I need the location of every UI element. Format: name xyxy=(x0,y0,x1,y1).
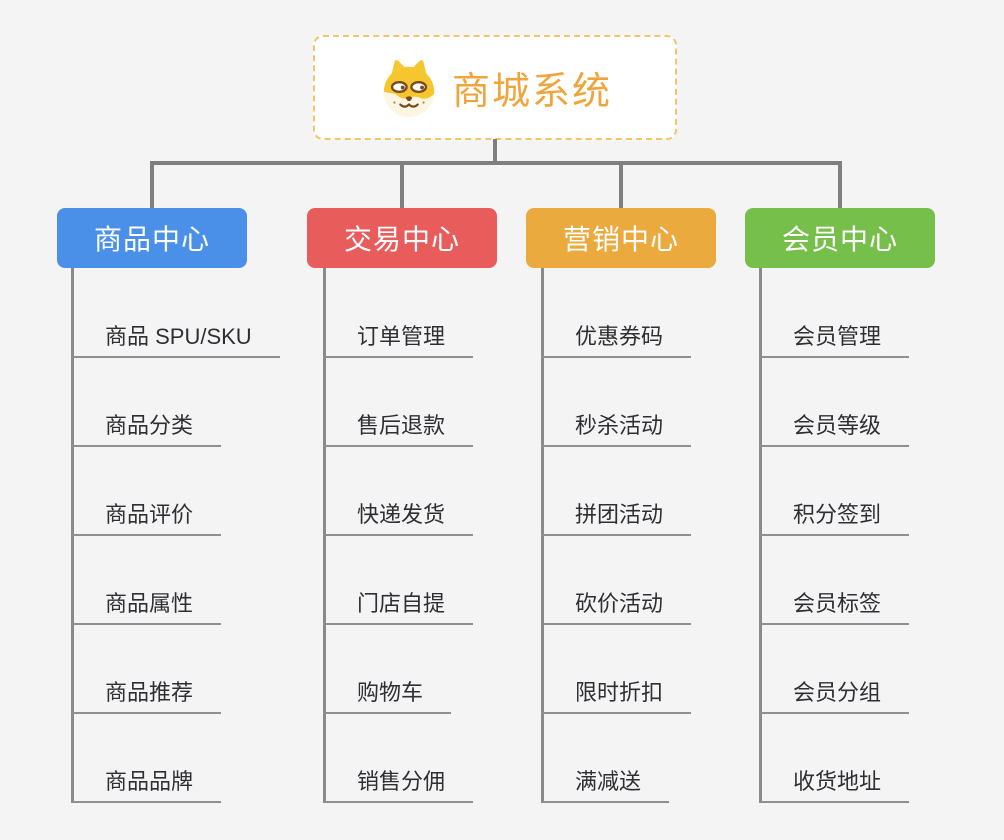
root-title: 商城系统 xyxy=(451,71,612,113)
branch-node-product-center[interactable]: 商品中心 xyxy=(57,208,247,268)
node-shipping-address[interactable]: 收货地址 xyxy=(759,769,910,803)
node-label: 门店自提 xyxy=(323,591,474,625)
node-label: 满减送 xyxy=(541,769,670,803)
node-label: 秒杀活动 xyxy=(541,413,692,447)
node-member-level[interactable]: 会员等级 xyxy=(759,413,910,447)
node-store-pickup[interactable]: 门店自提 xyxy=(323,591,474,625)
node-sales-commission[interactable]: 销售分佣 xyxy=(323,769,474,803)
connector-drop-member-center xyxy=(838,163,842,208)
node-product-recommend[interactable]: 商品推荐 xyxy=(71,680,222,714)
node-label: 商品属性 xyxy=(71,591,222,625)
root-node-mall-system[interactable]: 商城系统 xyxy=(313,35,677,140)
dog-face-icon xyxy=(383,59,435,117)
node-member-group[interactable]: 会员分组 xyxy=(759,680,910,714)
node-label: 商品品牌 xyxy=(71,769,222,803)
node-product-spu-sku[interactable]: 商品 SPU/SKU xyxy=(71,324,280,358)
node-member-tag[interactable]: 会员标签 xyxy=(759,591,910,625)
node-label: 限时折扣 xyxy=(541,680,692,714)
node-product-attribute[interactable]: 商品属性 xyxy=(71,591,222,625)
node-label: 收货地址 xyxy=(759,769,910,803)
node-limited-time-discount[interactable]: 限时折扣 xyxy=(541,680,692,714)
branch-node-member-center[interactable]: 会员中心 xyxy=(745,208,935,268)
node-label: 商品评价 xyxy=(71,502,222,536)
node-shopping-cart[interactable]: 购物车 xyxy=(323,680,452,714)
node-label: 砍价活动 xyxy=(541,591,692,625)
node-label: 快递发货 xyxy=(323,502,474,536)
node-label: 商品分类 xyxy=(71,413,222,447)
branch-node-trade-center[interactable]: 交易中心 xyxy=(307,208,497,268)
node-coupon-code[interactable]: 优惠券码 xyxy=(541,324,692,358)
connector-drop-marketing-center xyxy=(619,163,623,208)
node-label: 会员分组 xyxy=(759,680,910,714)
node-after-sales-refund[interactable]: 售后退款 xyxy=(323,413,474,447)
node-label: 商品推荐 xyxy=(71,680,222,714)
node-express-delivery[interactable]: 快递发货 xyxy=(323,502,474,536)
node-full-reduction[interactable]: 满减送 xyxy=(541,769,670,803)
node-label: 商品 SPU/SKU xyxy=(71,324,280,358)
node-label: 订单管理 xyxy=(323,324,474,358)
node-label: 销售分佣 xyxy=(323,769,474,803)
branch-node-marketing-center[interactable]: 营销中心 xyxy=(526,208,716,268)
node-points-checkin[interactable]: 积分签到 xyxy=(759,502,910,536)
connector-root-vertical xyxy=(493,139,497,163)
node-member-management[interactable]: 会员管理 xyxy=(759,324,910,358)
connector-horizontal-bus xyxy=(150,161,842,165)
node-label: 积分签到 xyxy=(759,502,910,536)
node-bargain-activity[interactable]: 砍价活动 xyxy=(541,591,692,625)
node-label: 会员管理 xyxy=(759,324,910,358)
node-label: 拼团活动 xyxy=(541,502,692,536)
connector-drop-trade-center xyxy=(400,163,404,208)
node-flash-sale[interactable]: 秒杀活动 xyxy=(541,413,692,447)
node-label: 购物车 xyxy=(323,680,452,714)
node-product-category[interactable]: 商品分类 xyxy=(71,413,222,447)
connector-drop-product-center xyxy=(150,163,154,208)
node-group-buying[interactable]: 拼团活动 xyxy=(541,502,692,536)
node-product-brand[interactable]: 商品品牌 xyxy=(71,769,222,803)
node-label: 售后退款 xyxy=(323,413,474,447)
node-product-review[interactable]: 商品评价 xyxy=(71,502,222,536)
node-label: 优惠券码 xyxy=(541,324,692,358)
node-label: 会员标签 xyxy=(759,591,910,625)
node-order-management[interactable]: 订单管理 xyxy=(323,324,474,358)
node-label: 会员等级 xyxy=(759,413,910,447)
